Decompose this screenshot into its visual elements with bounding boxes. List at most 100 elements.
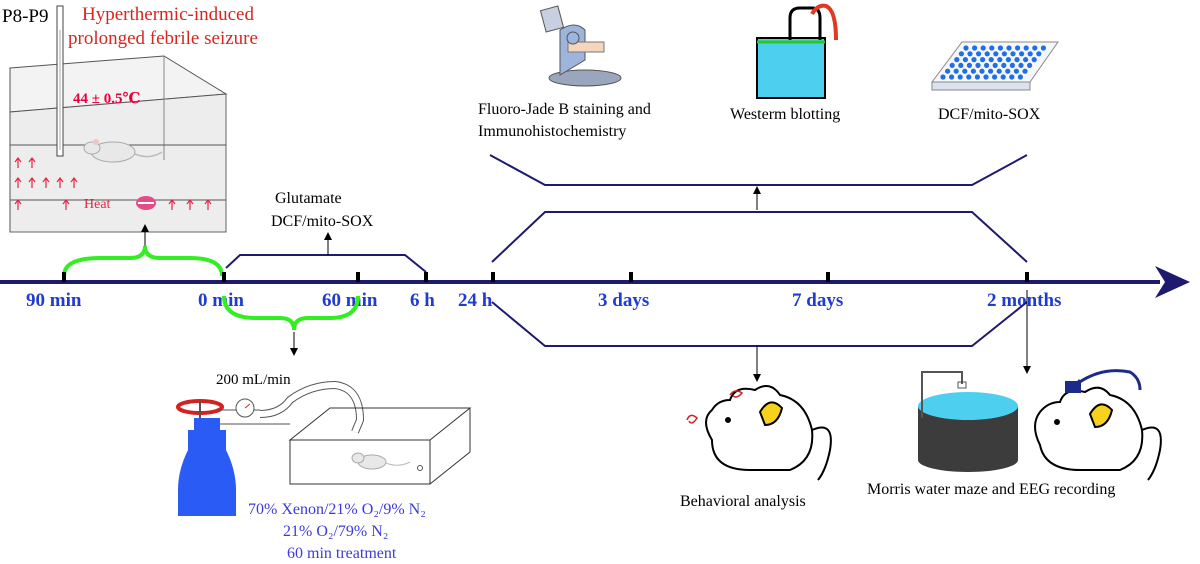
plate-well [949, 62, 955, 68]
plate-well [1000, 74, 1006, 80]
plate-well [1017, 74, 1024, 80]
plate-well [996, 68, 1002, 74]
title-line-2: prolonged febrile seizure [68, 28, 258, 49]
early-dcf-label: DCF/mito-SOX [271, 213, 374, 230]
plate-well [1009, 62, 1016, 68]
plate-well [975, 62, 981, 68]
plate-well [1001, 62, 1007, 68]
plate-well [1010, 51, 1016, 57]
plate-well [993, 51, 999, 57]
plate-well [954, 57, 960, 63]
plate-well [1014, 57, 1020, 63]
morris-eeg-label: Morris water maze and EEG recording [867, 481, 1115, 498]
thermometer-icon [56, 5, 64, 157]
plate-well [957, 74, 963, 80]
late-assay-bracket-lower [491, 211, 1028, 263]
fjb-label-2: Immunohistochemistry [478, 123, 626, 140]
plate-well [971, 57, 977, 63]
plate-well [979, 68, 985, 74]
plate-well [966, 62, 973, 68]
timeline-tick [62, 272, 66, 282]
plate-well [1031, 57, 1037, 63]
treatment-bracket [222, 295, 360, 331]
heat-arrow-icon [14, 157, 22, 168]
plate-well [974, 74, 981, 80]
heat-arrow-icon [14, 177, 22, 188]
plate-well [962, 68, 968, 74]
plate-well [967, 51, 973, 57]
gas-bottle-icon [178, 418, 236, 516]
plate-well [972, 45, 978, 51]
plate-well [983, 74, 989, 80]
heat-label: Heat [84, 197, 111, 212]
heat-arrow-icon [70, 177, 78, 188]
plate-well [940, 74, 946, 80]
plate-well [1001, 51, 1008, 57]
western-label: Westerm blotting [730, 106, 840, 123]
plate-well [1015, 45, 1021, 51]
heat-arrows [14, 157, 212, 210]
plate-well [963, 45, 969, 51]
plate-well [1022, 68, 1028, 74]
plate-well [1018, 62, 1024, 68]
heat-arrow-icon [62, 199, 70, 210]
plate-well [966, 74, 972, 80]
plate-well [980, 45, 986, 51]
plate-well [1027, 62, 1033, 68]
timeline-tick-label: 0 min [198, 290, 244, 311]
plate-well [984, 51, 990, 57]
timeline-tick [1025, 272, 1029, 282]
timeline-tick [491, 272, 495, 282]
plate-well [1019, 51, 1025, 57]
timeline-tick [424, 272, 428, 282]
timeline-tick-label: 2 months [987, 290, 1061, 311]
hyperthermia-bracket [62, 245, 224, 277]
eeg-mouse-icon [1034, 369, 1162, 481]
plate-well [1023, 45, 1029, 51]
heat-pad-icon [136, 196, 156, 210]
plate-well [1027, 51, 1033, 57]
plate-well [1040, 45, 1046, 51]
timeline-arrowhead [1155, 266, 1190, 298]
heat-arrow-icon [56, 177, 64, 188]
timeline-tick [629, 272, 633, 282]
plate-well [992, 74, 998, 80]
gas-tube-inner [259, 381, 364, 434]
heat-arrow-icon [168, 199, 176, 210]
plate-well [953, 68, 959, 74]
heat-arrow-icon [204, 199, 212, 210]
plate-well [1005, 57, 1012, 63]
timeline-tick [826, 272, 830, 282]
plate-well [976, 51, 982, 57]
plate-well [980, 57, 986, 63]
plate-well [1036, 51, 1042, 57]
plate-well [989, 45, 995, 51]
microscope-icon [539, 5, 622, 87]
plate-well [988, 68, 994, 74]
plate-well [988, 57, 994, 63]
plate-well [962, 57, 969, 63]
timeline-tick-label: 6 h [410, 290, 435, 311]
heat-arrow-icon [186, 199, 194, 210]
well-plate-icon [931, 41, 1059, 91]
fjb-label-1: Fluoro-Jade B staining and [478, 101, 651, 118]
valve-icon [176, 399, 224, 418]
rat-icon [83, 139, 163, 163]
plate-well [949, 74, 955, 80]
plate-well [984, 62, 990, 68]
heat-arrow-icon [42, 177, 50, 188]
water-maze-icon [918, 371, 1018, 472]
heat-arrow-icon [28, 177, 36, 188]
heat-arrow-icon [28, 157, 36, 168]
plate-well [958, 51, 965, 57]
temperature-label: 44 ± 0.5℃ [73, 91, 140, 107]
timeline-tick [356, 272, 360, 282]
gas-mixture-2: 21% O₂/79% N₂ [283, 523, 388, 540]
plate-well [1013, 68, 1020, 74]
flow-rate-label: 200 mL/min [216, 372, 291, 388]
heat-arrow-icon [14, 199, 22, 210]
western-blot-tank-icon [756, 3, 838, 99]
plate-well [997, 45, 1004, 51]
